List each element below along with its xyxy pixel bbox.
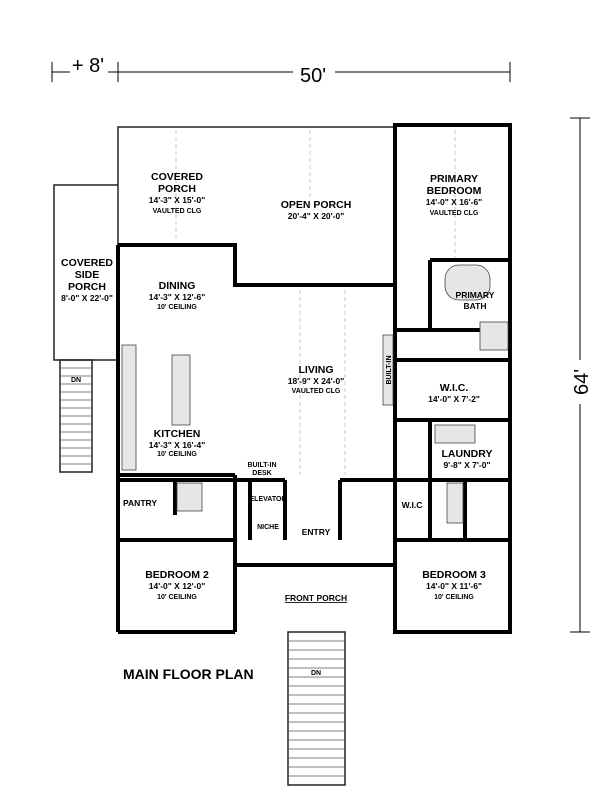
room-laundry: LAUNDRY 9'-8" X 7'-0" xyxy=(442,448,493,470)
svg-text:9'-8" X 7'-0": 9'-8" X 7'-0" xyxy=(443,460,490,470)
room-niche: NICHE xyxy=(257,524,279,531)
svg-text:VAULTED CLG: VAULTED CLG xyxy=(430,210,479,217)
room-kitchen: KITCHEN 14'-3" X 16'-4" 10' CEILING xyxy=(149,428,206,458)
svg-text:OPEN PORCH: OPEN PORCH xyxy=(281,199,352,211)
svg-text:10' CEILING: 10' CEILING xyxy=(434,594,474,601)
svg-text:PORCH: PORCH xyxy=(68,281,106,293)
svg-text:VAULTED CLG: VAULTED CLG xyxy=(292,388,341,395)
svg-text:PRIMARY: PRIMARY xyxy=(430,173,478,185)
bathtub xyxy=(444,264,491,301)
kitchen-counter xyxy=(121,344,137,471)
svg-text:BEDROOM: BEDROOM xyxy=(427,185,482,197)
svg-text:LAUNDRY: LAUNDRY xyxy=(442,448,493,460)
room-dining: DINING 14'-3" X 12'-6" 10' CEILING xyxy=(149,280,206,311)
svg-text:LIVING: LIVING xyxy=(298,364,333,376)
room-wic-primary: W.I.C. 14'-0" X 7'-2" xyxy=(428,382,480,404)
dimension-right: 64' xyxy=(566,117,594,633)
room-built-in-desk: BUILT-IN DESK xyxy=(247,462,276,477)
svg-text:BATH: BATH xyxy=(464,301,487,311)
svg-text:10' CEILING: 10' CEILING xyxy=(157,594,197,601)
room-open-porch: OPEN PORCH 20'-4" X 20'-0" xyxy=(281,199,352,221)
svg-text:10' CEILING: 10' CEILING xyxy=(157,304,197,311)
dimension-top: + 8' 50' xyxy=(51,55,511,87)
room-covered-side-porch: COVERED SIDE PORCH 8'-0" X 22'-0" xyxy=(61,257,113,303)
built-in-cabinet xyxy=(382,334,394,406)
svg-text:8'-0" X 22'-0": 8'-0" X 22'-0" xyxy=(61,293,113,303)
svg-text:SIDE: SIDE xyxy=(75,269,100,281)
svg-text:BEDROOM 3: BEDROOM 3 xyxy=(422,569,486,581)
svg-text:14'-0" X 11'-6": 14'-0" X 11'-6" xyxy=(426,581,482,591)
extension-dimension: + 8' xyxy=(72,55,104,77)
room-covered-porch: COVERED PORCH 14'-3" X 15'-0" VAULTED CL… xyxy=(149,171,206,215)
walls xyxy=(116,123,512,634)
svg-text:PORCH: PORCH xyxy=(158,183,196,195)
svg-text:DESK: DESK xyxy=(252,470,271,477)
fixtures xyxy=(121,264,509,524)
bathtub-2 xyxy=(446,482,464,524)
svg-text:20'-4" X 20'-0": 20'-4" X 20'-0" xyxy=(288,211,345,221)
svg-text:14'-0" X 12'-0": 14'-0" X 12'-0" xyxy=(149,581,206,591)
front-stairs: DN xyxy=(287,631,346,786)
room-bedroom-2: BEDROOM 2 14'-0" X 12'-0" 10' CEILING xyxy=(145,569,209,601)
svg-text:18'-9" X 24'-0": 18'-9" X 24'-0" xyxy=(288,376,345,386)
svg-text:COVERED: COVERED xyxy=(61,257,113,269)
svg-text:W.I.C.: W.I.C. xyxy=(440,382,469,394)
kitchen-island xyxy=(171,354,191,426)
room-entry: ENTRY xyxy=(302,527,331,537)
room-living: LIVING 18'-9" X 24'-0" VAULTED CLG xyxy=(288,364,345,395)
svg-text:BEDROOM 2: BEDROOM 2 xyxy=(145,569,209,581)
svg-text:14'-3" X 12'-6": 14'-3" X 12'-6" xyxy=(149,292,206,302)
room-front-porch: FRONT PORCH xyxy=(285,593,347,603)
shower xyxy=(479,321,509,351)
svg-text:14'-3" X 15'-0": 14'-3" X 15'-0" xyxy=(149,195,206,205)
room-elevator: ELEVATOR xyxy=(250,496,287,503)
svg-text:10' CEILING: 10' CEILING xyxy=(157,451,197,458)
room-primary-bath: PRIMARY BATH xyxy=(456,290,495,311)
svg-text:PRIMARY: PRIMARY xyxy=(456,290,495,300)
svg-text:BUILT-IN: BUILT-IN xyxy=(247,462,276,469)
svg-text:DINING: DINING xyxy=(159,280,196,292)
width-dimension: 50' xyxy=(300,65,326,87)
room-bedroom-3: BEDROOM 3 14'-0" X 11'-6" 10' CEILING xyxy=(422,569,486,601)
svg-text:COVERED: COVERED xyxy=(151,171,203,183)
room-wic: W.I.C xyxy=(402,500,423,510)
front-stairs-label: DN xyxy=(311,670,321,677)
side-stairs-label: DN xyxy=(71,377,81,384)
svg-text:KITCHEN: KITCHEN xyxy=(154,428,201,440)
shower-2 xyxy=(176,482,203,512)
room-primary-bedroom: PRIMARY BEDROOM 14'-0" X 16'-6" VAULTED … xyxy=(426,173,483,217)
plan-title: MAIN FLOOR PLAN xyxy=(123,666,254,682)
built-in-label: BUILT-IN xyxy=(386,355,393,384)
room-pantry: PANTRY xyxy=(123,498,157,508)
svg-text:14'-0" X 16'-6": 14'-0" X 16'-6" xyxy=(426,197,483,207)
svg-text:14'-0" X 7'-2": 14'-0" X 7'-2" xyxy=(428,394,480,404)
depth-dimension: 64' xyxy=(571,369,593,395)
svg-text:14'-3" X 16'-4": 14'-3" X 16'-4" xyxy=(149,440,206,450)
svg-text:VAULTED CLG: VAULTED CLG xyxy=(153,208,202,215)
washer-dryer xyxy=(434,424,476,444)
side-stairs: DN xyxy=(59,359,93,473)
